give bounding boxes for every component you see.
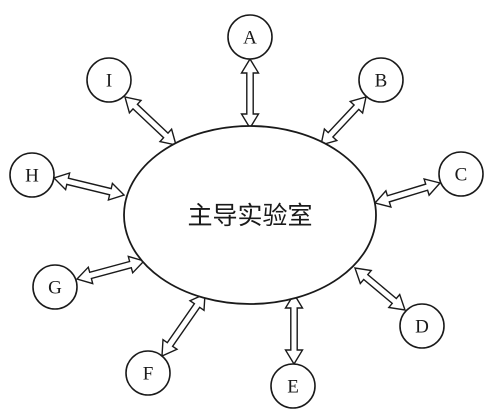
double-arrow-d [353,267,407,311]
center-ellipse [123,125,377,305]
node-label-h: H [25,166,39,187]
node-label-g: G [48,278,62,299]
node-circle-f [125,350,171,396]
nodes-layer: A B C D E F G H I [9,14,484,409]
double-arrow-f [161,292,206,358]
node-circle-e [270,363,316,409]
node-d: D [399,303,445,349]
node-i: I [86,57,132,103]
node-circle-b [358,57,404,103]
node-e: E [270,363,316,409]
double-arrow-e [284,292,304,366]
double-arrow-b [320,96,367,146]
node-f: F [125,350,171,396]
node-circle-c [438,151,484,197]
node-c: C [438,151,484,197]
node-circle-h [9,152,55,198]
node-g: G [32,264,78,310]
node-label-a: A [243,28,257,49]
node-label-e: E [287,377,299,398]
node-h: H [9,152,55,198]
double-arrow-h [52,171,126,202]
double-arrow-a [240,57,260,130]
double-arrow-i [124,96,177,146]
double-arrow-g [75,255,146,285]
node-b: B [358,57,404,103]
node-label-f: F [143,364,154,385]
node-circle-a [227,14,273,60]
node-label-i: I [106,71,112,92]
node-label-b: B [375,71,388,92]
double-arrow-c [373,178,442,208]
node-circle-d [399,303,445,349]
node-a: A [227,14,273,60]
node-label-c: C [455,165,468,186]
arrows-layer [52,57,442,366]
node-circle-g [32,264,78,310]
center-node: 主导实验室 [123,125,377,305]
node-label-d: D [415,317,429,338]
node-circle-i [86,57,132,103]
center-label: 主导实验室 [187,201,312,230]
